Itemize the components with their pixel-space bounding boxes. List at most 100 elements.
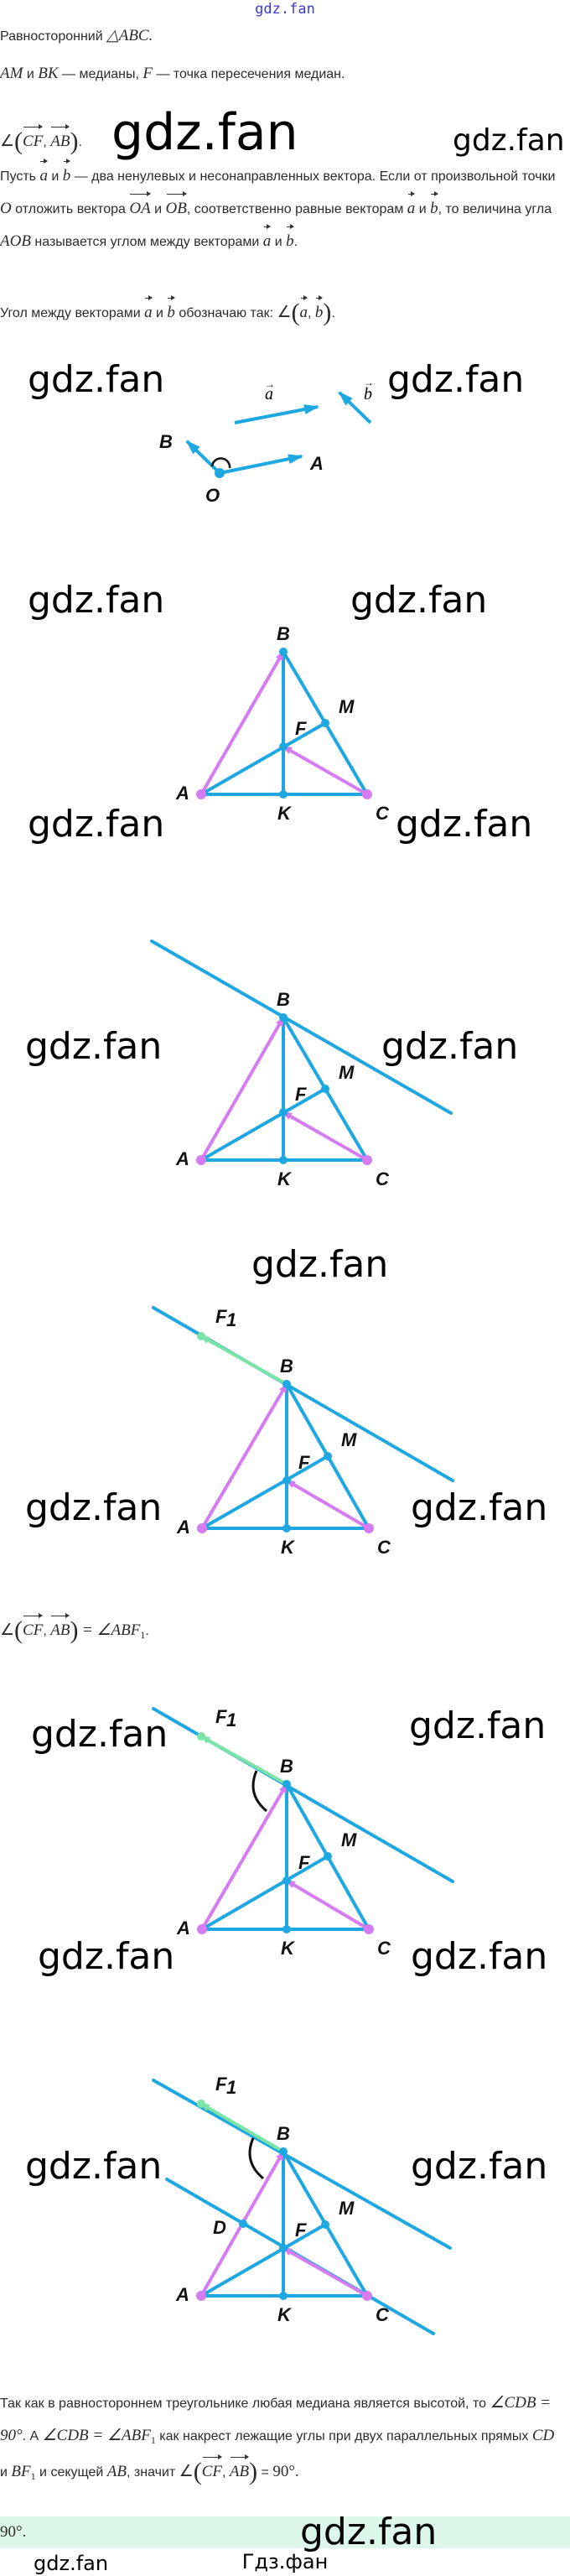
label-b: b xyxy=(364,385,372,403)
text: Так как в равностороннем треугольнике лю… xyxy=(0,2396,490,2411)
vector-ab xyxy=(200,1382,288,1530)
paragraph-angle-equality: ∠(CF, AB) = ∠ABF1. xyxy=(0,1613,563,1651)
label-F1: F xyxy=(215,1306,227,1327)
vector: OB xyxy=(166,191,188,225)
label-B: B xyxy=(277,989,290,1010)
median-am xyxy=(200,1855,329,1931)
label-F: F xyxy=(298,1452,310,1473)
point-f1 xyxy=(197,1732,205,1741)
median-am xyxy=(200,1087,327,1162)
watermark: gdz.fan xyxy=(28,803,165,846)
vector: CF xyxy=(202,2454,223,2488)
label-B: B xyxy=(159,431,173,452)
answer-box: 90°. xyxy=(0,2516,570,2548)
angle-arc xyxy=(210,457,231,469)
vector-ab xyxy=(200,650,285,796)
vector-cf xyxy=(282,745,369,796)
median-am xyxy=(200,721,327,796)
answer-value: 90°. xyxy=(0,2523,27,2541)
vector: b xyxy=(430,191,438,225)
label-F: F xyxy=(298,1852,310,1873)
math: BK xyxy=(38,65,59,82)
vector-cf xyxy=(282,2246,369,2298)
vector-a xyxy=(234,404,319,424)
text: как накрест лежащие углы при двух паралл… xyxy=(155,2429,532,2443)
text: , то величина угла xyxy=(438,202,552,216)
label-F: F xyxy=(295,2220,307,2240)
label-C: C xyxy=(376,1168,390,1189)
text: и xyxy=(271,235,287,249)
arrow-a-icon: → xyxy=(265,378,275,390)
paragraph-conclusion: Так как в равностороннем треугольнике лю… xyxy=(0,2387,563,2492)
math: 90°. xyxy=(272,2463,299,2481)
watermark: gdz.fan xyxy=(411,1935,548,1978)
text: и xyxy=(0,2465,12,2480)
label-A: A xyxy=(176,1517,190,1538)
watermark: gdz.fan xyxy=(387,358,525,401)
watermark: gdz.fan xyxy=(25,2145,163,2188)
text: Равносторонний xyxy=(0,29,107,44)
point-m xyxy=(321,719,329,727)
math: AB xyxy=(106,2463,127,2481)
vector: a xyxy=(263,224,271,258)
vector: AB xyxy=(50,1613,70,1647)
point-k xyxy=(282,1925,291,1933)
point-m xyxy=(321,2220,329,2229)
point-d xyxy=(239,2220,247,2228)
point-o xyxy=(215,468,225,478)
point-f xyxy=(279,742,288,751)
point-c xyxy=(364,1924,374,1934)
label-B: B xyxy=(280,1356,293,1376)
label-M: M xyxy=(341,1429,357,1450)
point-a xyxy=(197,1523,207,1533)
label-M: M xyxy=(341,1829,357,1850)
label-F1-subscript: 1 xyxy=(226,2077,236,2098)
text: . А xyxy=(22,2429,43,2443)
vector: a xyxy=(300,295,308,329)
figure-vectors: a b → → B A O xyxy=(159,377,374,506)
text: и xyxy=(415,202,431,216)
vector: a xyxy=(407,191,415,225)
label-F1-subscript: 1 xyxy=(226,1710,236,1730)
vector-bf1 xyxy=(200,2102,285,2153)
vector-bf1 xyxy=(200,1335,288,1386)
math: ∠CDB = ∠ABF xyxy=(42,2427,151,2444)
watermark: gdz.fan xyxy=(411,2145,548,2188)
vector-b xyxy=(338,391,372,424)
text: и xyxy=(152,306,168,320)
point-b xyxy=(279,1013,288,1022)
point-c xyxy=(362,2291,372,2301)
watermark: gdz.fan xyxy=(38,1935,175,1978)
text: . xyxy=(331,306,335,320)
point-f xyxy=(282,1876,291,1885)
point-b xyxy=(279,2147,288,2156)
label-B: B xyxy=(277,623,290,644)
label-F1: F xyxy=(215,2074,227,2095)
paragraph-definition: Пусть a и b — два ненулевых и несонаправ… xyxy=(0,159,563,258)
point-f1 xyxy=(197,2100,205,2108)
watermark: gdz.fan xyxy=(350,579,488,622)
label-K: K xyxy=(277,1168,293,1189)
label-A: A xyxy=(175,783,189,804)
text: Пусть xyxy=(0,169,40,184)
text: Угол между векторами xyxy=(0,306,145,320)
watermark: gdz.fan xyxy=(31,1713,168,1756)
label-A: A xyxy=(175,2284,189,2305)
header-watermark: gdz.fan xyxy=(255,1,315,18)
point-f xyxy=(279,2244,288,2252)
paragraph-notation: Угол между векторами a и b обозначаю так… xyxy=(0,295,563,330)
text: — медианы, xyxy=(58,67,143,81)
footer-watermark: Гдз.фан xyxy=(241,2550,329,2573)
vector: AB xyxy=(230,2454,250,2488)
line-through-b xyxy=(150,939,453,1115)
label-A: A xyxy=(175,1148,189,1169)
point-a xyxy=(196,2291,206,2301)
vector-bf1 xyxy=(200,1735,288,1786)
angle-symbol: ∠ xyxy=(0,133,15,150)
point-b xyxy=(282,1780,291,1788)
paragraph-medians: AM и BK — медианы, F — точка пересечения… xyxy=(0,58,563,91)
